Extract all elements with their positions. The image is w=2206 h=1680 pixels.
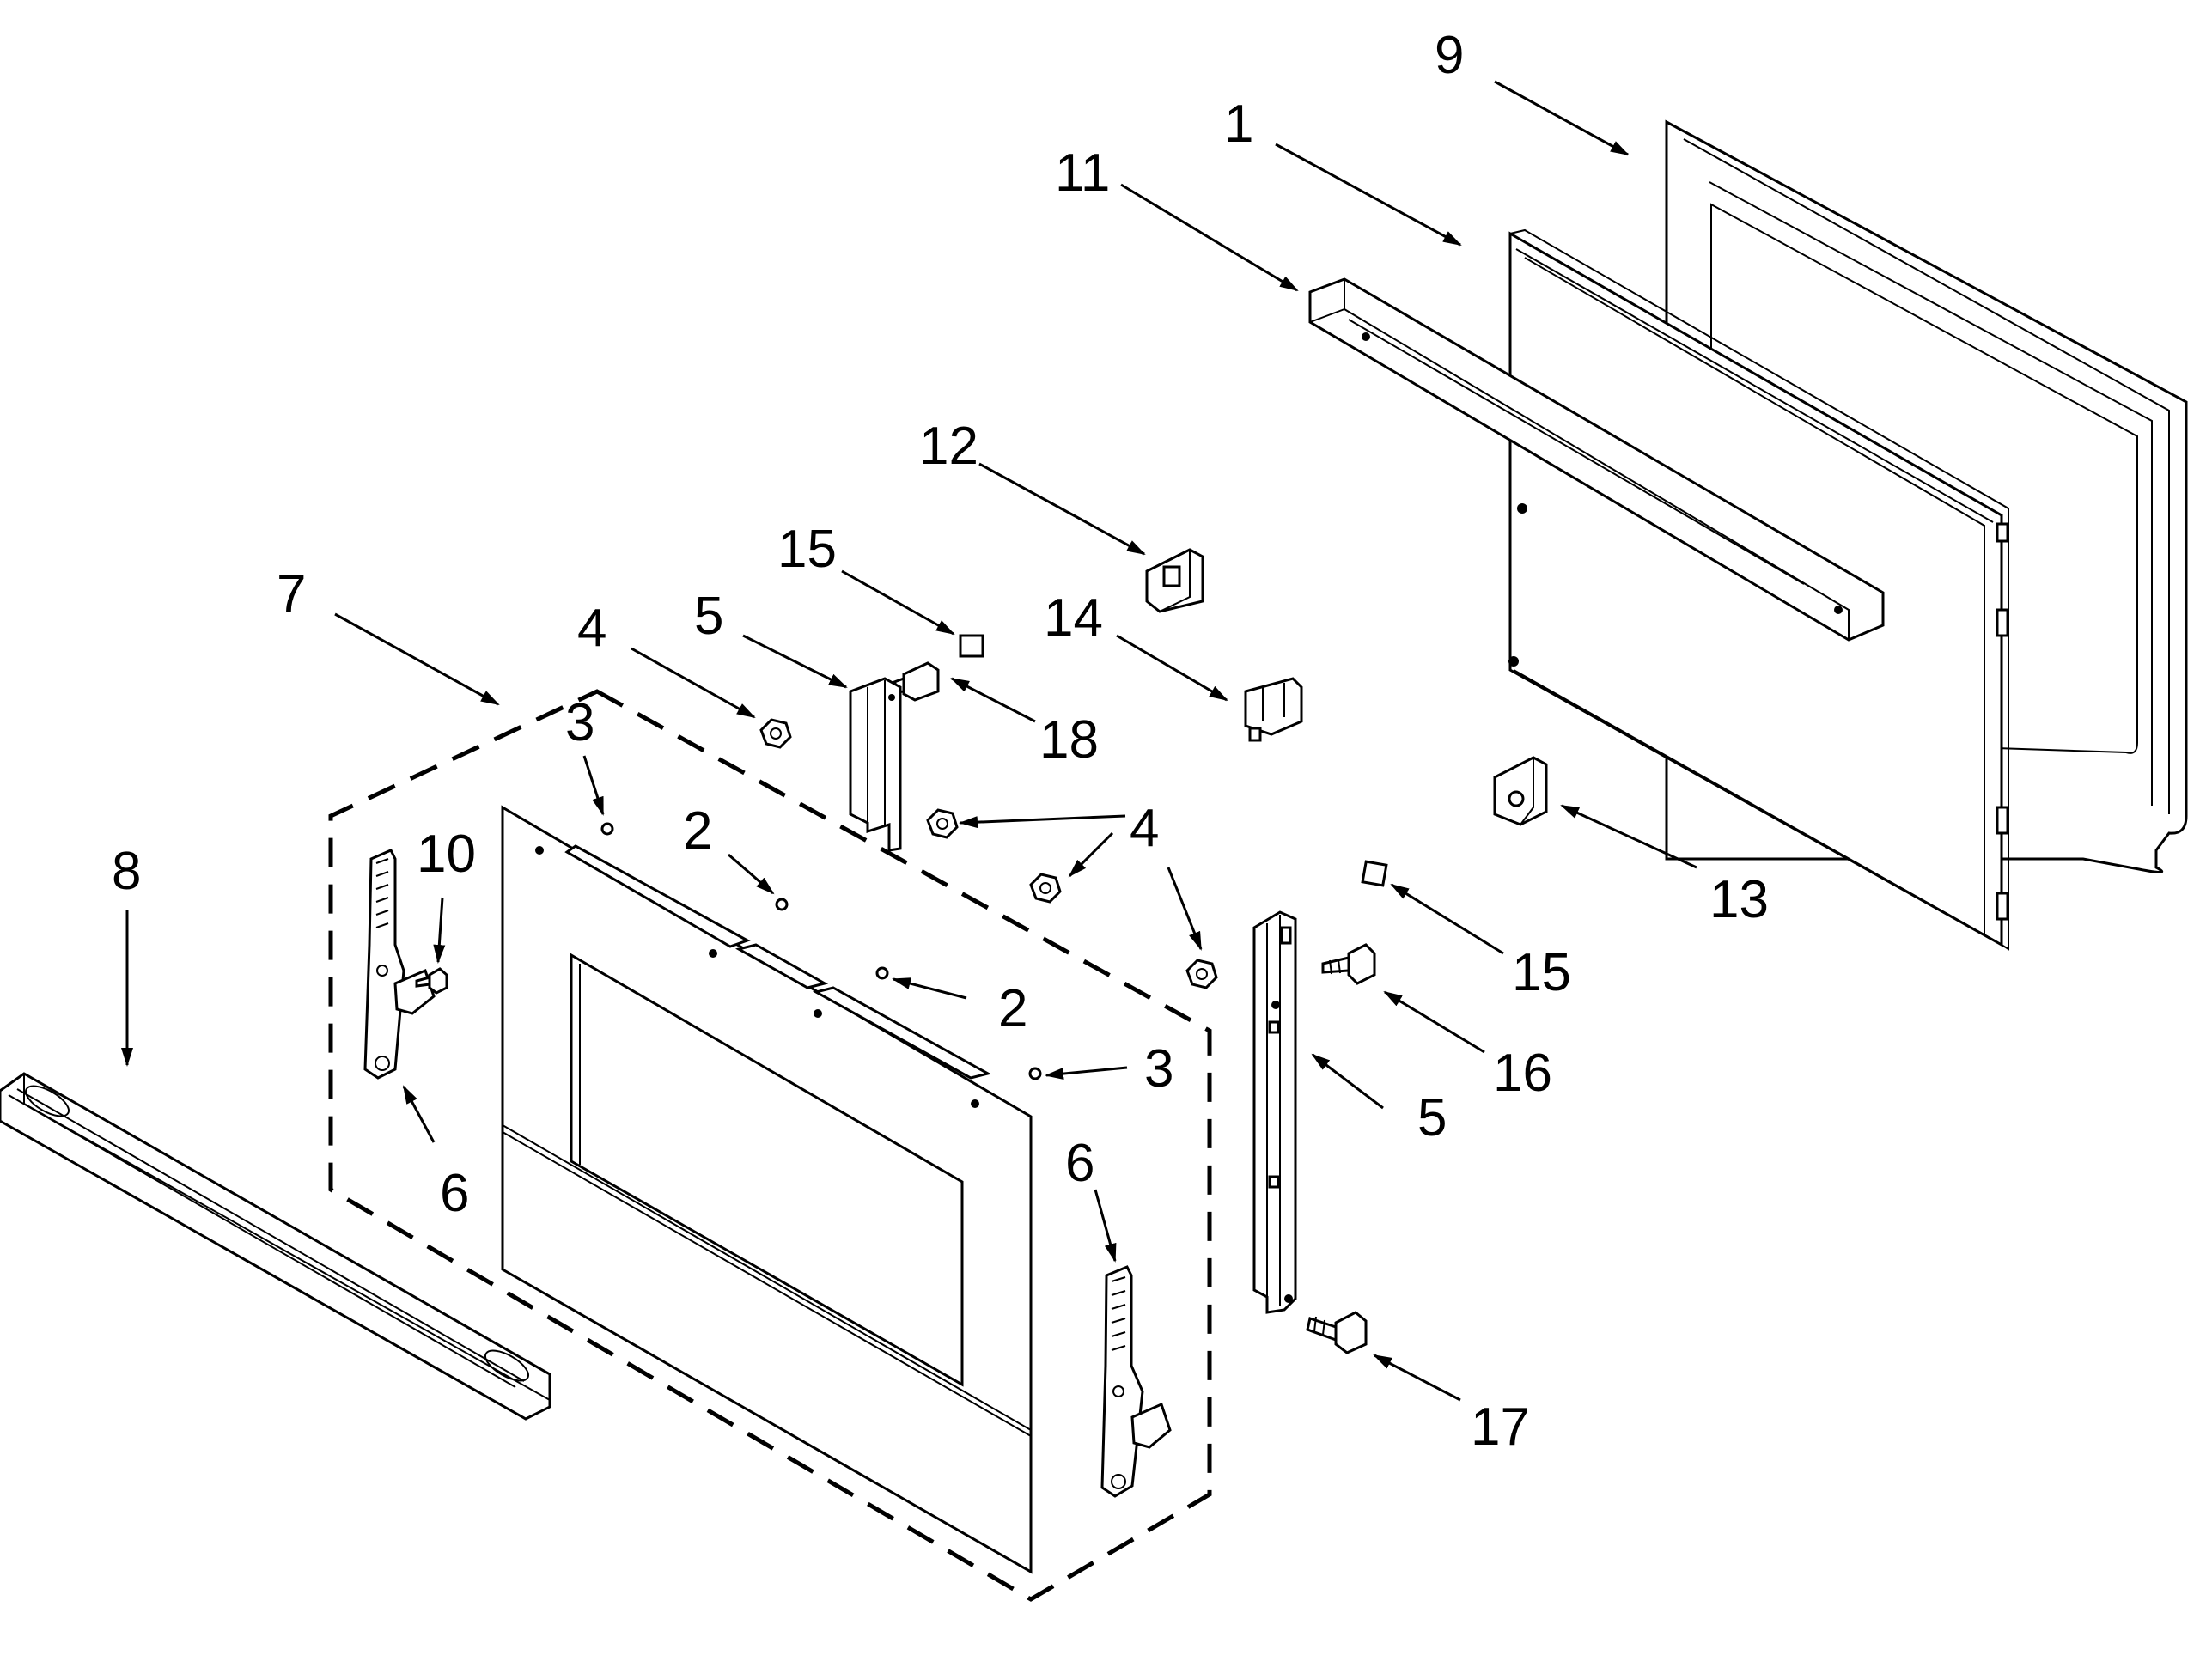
screw-10 [415, 967, 448, 995]
assembly-7-outline [328, 689, 1212, 1602]
callout-13: 13 [1709, 870, 1769, 929]
bracket-14 [1244, 677, 1303, 742]
washer-3-b [1028, 1067, 1042, 1080]
callout-5: 5 [694, 587, 723, 646]
callout-11: 11 [1055, 143, 1110, 203]
bracket-12 [1145, 548, 1204, 613]
hinge-channel-5-lower [1252, 910, 1297, 1314]
washer-3-a [600, 822, 614, 836]
washer-2-b [875, 966, 889, 980]
callout-6: 6 [440, 1164, 469, 1223]
nut-4-d [1185, 959, 1218, 989]
callout-9: 9 [1435, 26, 1464, 85]
callout-15: 15 [1512, 943, 1571, 1002]
nut-4-c [1029, 873, 1062, 904]
inner-door-panel [1508, 228, 2009, 951]
hinge-channel-5-upper [849, 677, 902, 852]
callout-14: 14 [1044, 588, 1103, 648]
pad-15-lower [1361, 860, 1388, 887]
callout-8: 8 [112, 842, 141, 901]
callout-18: 18 [1039, 710, 1099, 770]
callout-17: 17 [1471, 1397, 1530, 1457]
callout-15: 15 [777, 520, 837, 579]
screw-16 [1321, 943, 1376, 985]
callout-4: 4 [577, 599, 606, 658]
nut-4-b [926, 808, 959, 839]
callout-3: 3 [565, 693, 594, 752]
callout-12: 12 [919, 417, 978, 476]
screw-17 [1306, 1311, 1368, 1354]
callout-4: 4 [1130, 799, 1159, 858]
hinge-6-right [1100, 1265, 1172, 1498]
callout-1: 1 [1224, 94, 1253, 154]
pad-15-upper [959, 634, 984, 658]
door-handle-8 [0, 1072, 552, 1421]
callout-7: 7 [277, 564, 306, 624]
callout-2: 2 [683, 801, 712, 861]
callout-6: 6 [1065, 1134, 1094, 1193]
top-channel [1308, 277, 1885, 642]
callout-2: 2 [998, 979, 1027, 1038]
washer-2-a [775, 898, 789, 911]
hinge-6-left [363, 849, 436, 1080]
callout-5: 5 [1417, 1088, 1447, 1147]
bracket-13 [1493, 756, 1548, 826]
nut-4-a [759, 718, 792, 749]
callout-10: 10 [417, 825, 476, 884]
callout-16: 16 [1493, 1044, 1552, 1103]
leader-lines [121, 80, 1697, 1402]
callout-3: 3 [1144, 1039, 1173, 1099]
outer-door-glass [501, 805, 1033, 1574]
